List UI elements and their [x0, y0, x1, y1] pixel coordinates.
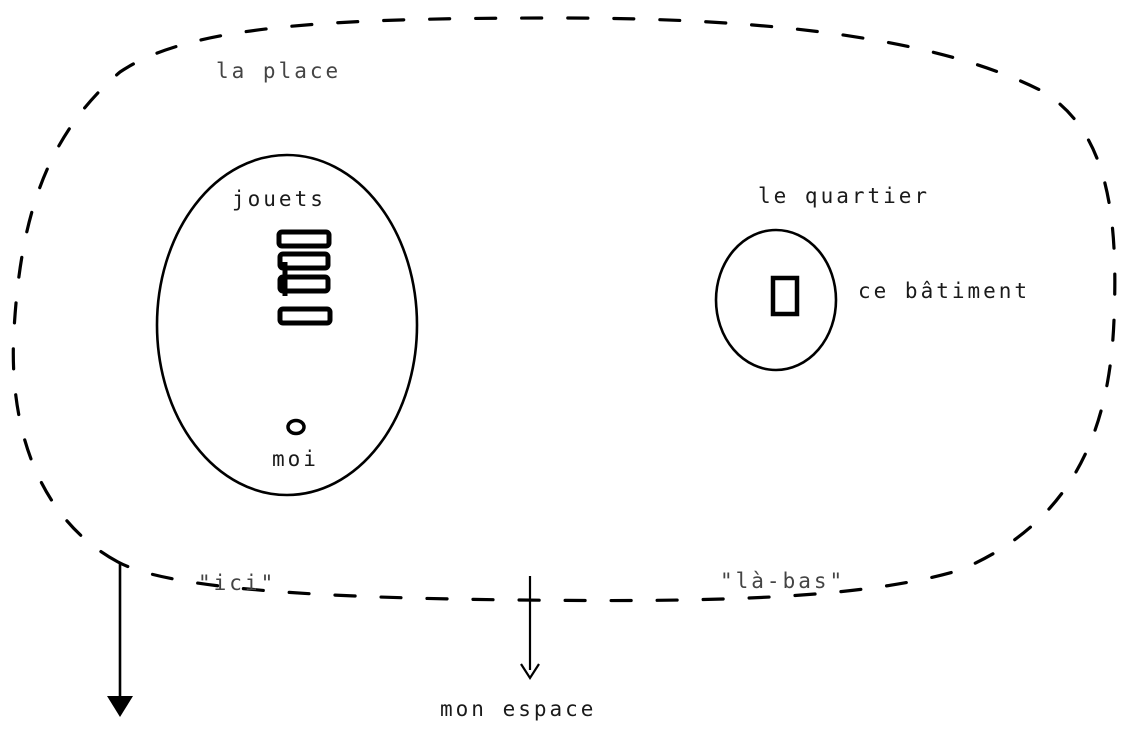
arrow-middle — [520, 576, 540, 681]
label-over-there: "là-bas" — [720, 569, 845, 593]
label-my-space: mon espace — [440, 697, 596, 721]
label-here: "ici" — [198, 571, 276, 595]
place-boundary — [11, 16, 1117, 603]
label-building: ce bâtiment — [858, 279, 1030, 303]
arrow-left — [107, 562, 133, 717]
neighborhood-area — [714, 228, 838, 372]
label-place: la place — [216, 59, 341, 83]
toys-area — [155, 153, 419, 497]
label-neighborhood: le quartier — [758, 184, 930, 208]
label-me: moi — [272, 447, 319, 471]
label-toys: jouets — [232, 187, 326, 211]
me-marker-icon — [286, 418, 306, 436]
building-icon — [770, 275, 800, 317]
toy-blocks-icon — [276, 229, 333, 326]
